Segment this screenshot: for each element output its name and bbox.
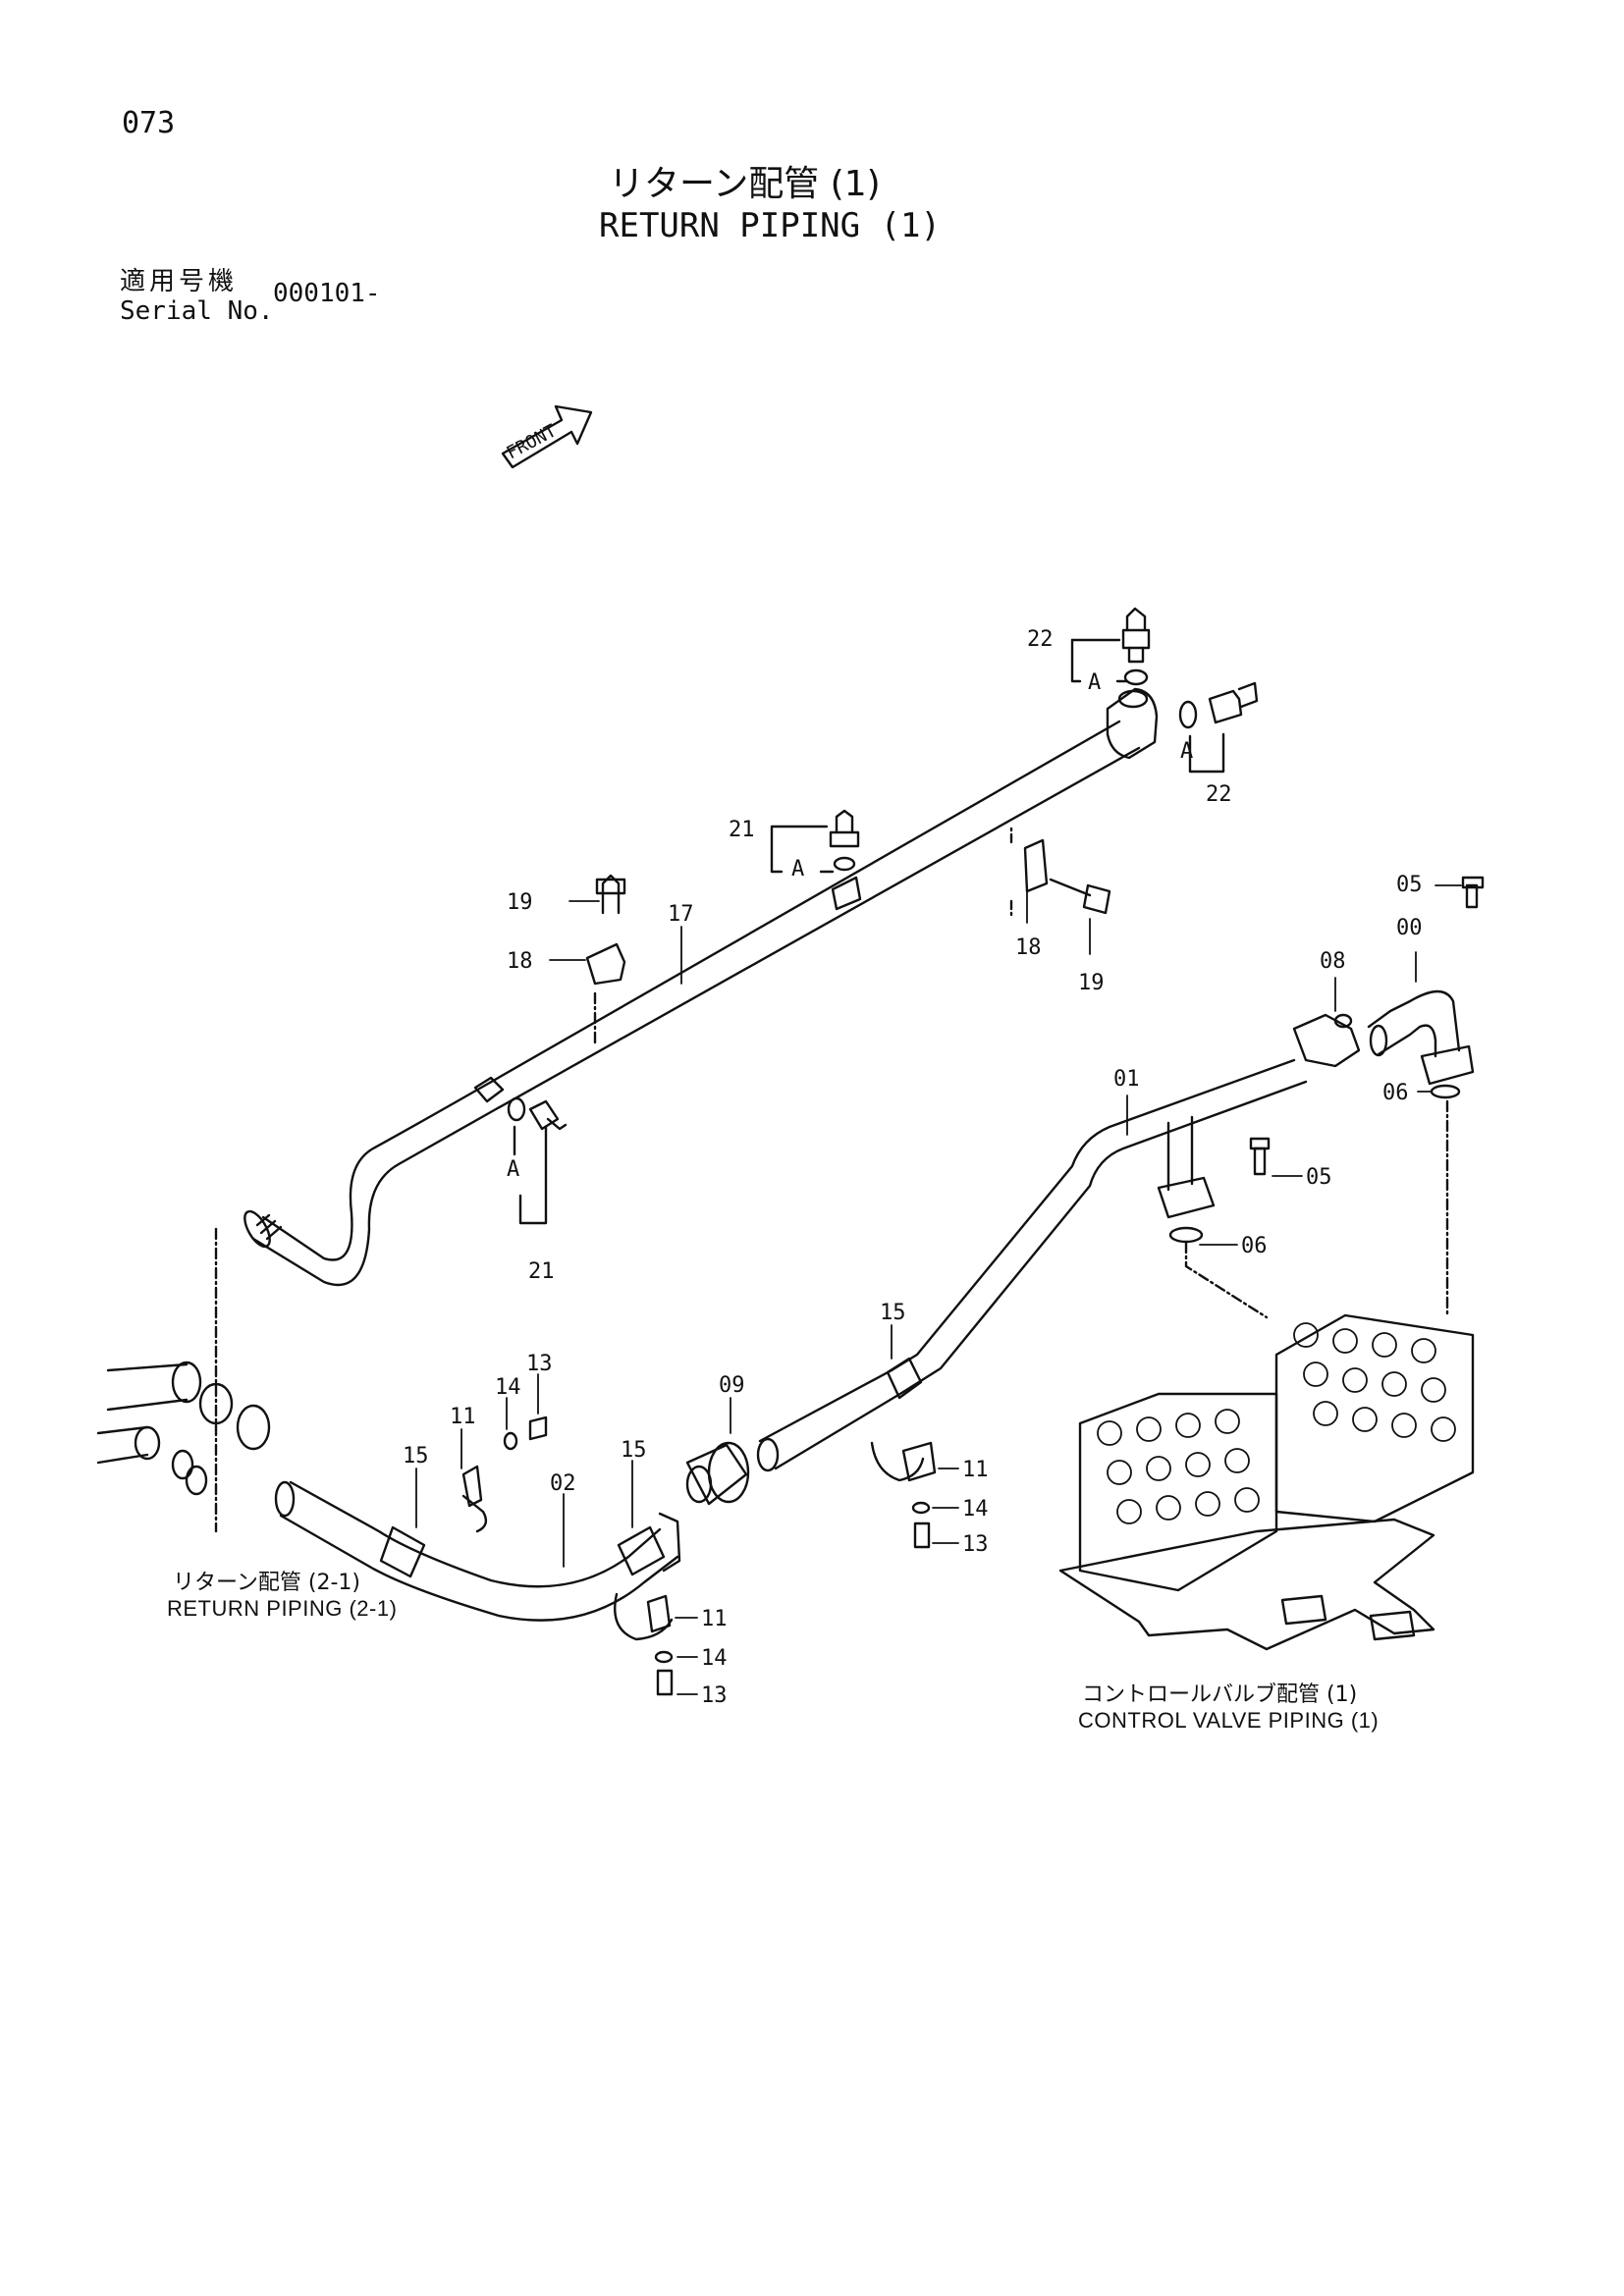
clamp-11-bottom bbox=[614, 1592, 674, 1696]
leader-22a bbox=[1070, 638, 1082, 683]
part-label-A3: A bbox=[791, 857, 804, 881]
part-label-14-bottom: 14 bbox=[701, 1646, 728, 1671]
fitting-22-right bbox=[1178, 681, 1259, 729]
part-label-22a: 22 bbox=[1027, 627, 1054, 652]
part-label-17: 17 bbox=[668, 902, 694, 927]
part-label-15-right: 15 bbox=[880, 1301, 906, 1325]
hose-08 bbox=[1292, 1013, 1361, 1068]
leader-06-valve bbox=[1184, 1241, 1269, 1319]
return-piping-reference-japanese: リターン配管 (2-1) bbox=[173, 1571, 360, 1595]
leader-21a bbox=[770, 825, 835, 874]
part-label-09: 09 bbox=[719, 1373, 745, 1398]
pipe-02 bbox=[274, 1480, 681, 1622]
fitting-22-top bbox=[1121, 607, 1151, 686]
part-label-A2: A bbox=[1180, 739, 1193, 764]
part-label-00: 00 bbox=[1396, 916, 1423, 940]
part-label-06-mid: 06 bbox=[1241, 1234, 1268, 1258]
clamp-18-left bbox=[585, 874, 626, 986]
part-label-18-left: 18 bbox=[507, 949, 533, 974]
upper-return-pipe bbox=[244, 720, 1141, 1287]
leader-21b bbox=[513, 1125, 548, 1225]
part-label-21b: 21 bbox=[528, 1259, 555, 1284]
part-label-15-mid: 15 bbox=[621, 1438, 647, 1463]
front-label: FRONT bbox=[503, 420, 560, 463]
part-label-13-left: 13 bbox=[526, 1352, 553, 1376]
part-label-A1: A bbox=[1088, 670, 1101, 695]
part-label-18-right: 18 bbox=[1015, 935, 1042, 960]
part-label-11-bottom: 11 bbox=[701, 1607, 728, 1631]
pipe-01 bbox=[890, 1058, 1308, 1394]
oring-06-top bbox=[1430, 1084, 1461, 1099]
serial-value: 000101- bbox=[273, 279, 381, 308]
fitting-21-top bbox=[829, 809, 862, 911]
part-label-13-right: 13 bbox=[962, 1532, 989, 1557]
part-label-22b: 22 bbox=[1206, 782, 1232, 807]
part-label-02: 02 bbox=[550, 1471, 576, 1496]
clamp-11-left bbox=[461, 1415, 548, 1533]
hoses-left bbox=[96, 1361, 271, 1496]
sleeve-15-right bbox=[886, 1357, 923, 1400]
page-number: 073 bbox=[122, 106, 176, 140]
fitting-21-lower bbox=[473, 1076, 568, 1131]
part-label-19-right: 19 bbox=[1078, 971, 1105, 995]
page-title-japanese: リターン配管 (1) bbox=[609, 164, 881, 204]
part-label-21a: 21 bbox=[729, 818, 755, 842]
leader-22b bbox=[1188, 732, 1225, 774]
part-label-14-right: 14 bbox=[962, 1497, 989, 1522]
part-label-08: 08 bbox=[1320, 949, 1346, 974]
control-valve-block bbox=[1058, 1313, 1475, 1651]
part-label-11-right: 11 bbox=[962, 1458, 989, 1482]
bolt-05-mid bbox=[1249, 1137, 1271, 1176]
part-label-15-left: 15 bbox=[403, 1444, 429, 1468]
part-label-05-mid: 05 bbox=[1306, 1165, 1332, 1190]
part-label-19-left: 19 bbox=[507, 890, 533, 915]
clamp-18-right bbox=[1023, 838, 1111, 915]
control-valve-reference: CONTROL VALVE PIPING (1) bbox=[1078, 1708, 1380, 1733]
clamp-11-right bbox=[870, 1441, 937, 1549]
connector-09 bbox=[685, 1441, 750, 1506]
elbow-00 bbox=[1367, 989, 1475, 1086]
pipe-straight bbox=[756, 1368, 905, 1472]
part-label-06-top: 06 bbox=[1382, 1081, 1409, 1105]
serial-label: Serial No. bbox=[120, 296, 274, 326]
control-valve-reference-japanese: コントロールバルブ配管 (1) bbox=[1082, 1682, 1358, 1707]
front-arrow-icon: FRONT bbox=[501, 404, 593, 469]
elbow-fitting bbox=[1106, 687, 1159, 760]
page-title: RETURN PIPING (1) bbox=[599, 206, 941, 245]
return-piping-reference: RETURN PIPING (2-1) bbox=[167, 1596, 398, 1621]
part-label-13-bottom: 13 bbox=[701, 1683, 728, 1708]
part-label-05-top: 05 bbox=[1396, 873, 1423, 897]
part-label-01: 01 bbox=[1113, 1067, 1140, 1092]
part-label-14-left: 14 bbox=[495, 1375, 521, 1400]
part-label-A4: A bbox=[507, 1157, 519, 1182]
bolt-05-top bbox=[1461, 876, 1485, 909]
part-label-11-left: 11 bbox=[450, 1405, 476, 1429]
serial-label-japanese: 適用号機 bbox=[120, 267, 239, 296]
